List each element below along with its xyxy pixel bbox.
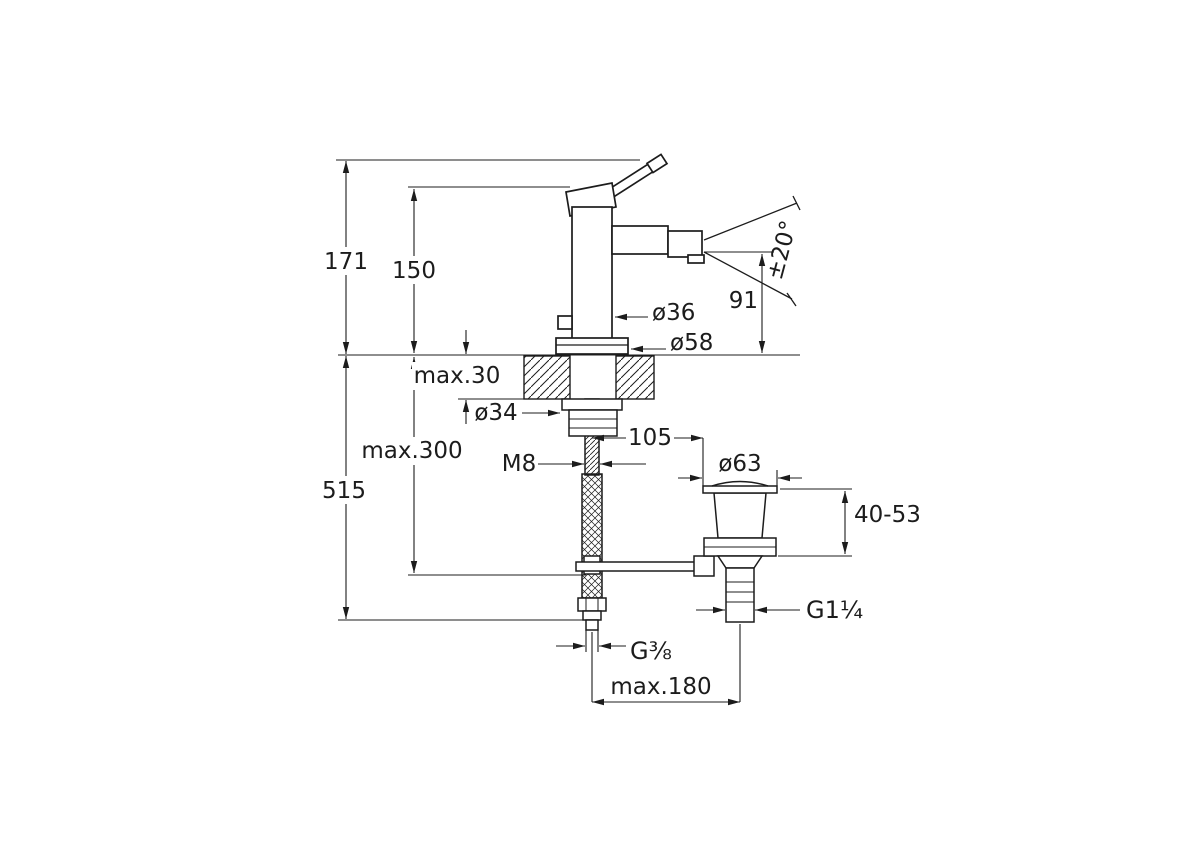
waste-cup (713, 492, 767, 539)
mounting-nut (568, 409, 618, 437)
faucet-spout-nozzle (667, 230, 703, 258)
faucet-lever-tip (645, 153, 669, 174)
dim-waste-flange-diameter: ø63 (718, 451, 761, 477)
supply-nipple (585, 619, 599, 631)
dim-body-height: 150 (392, 258, 436, 284)
dim-swivel-angle: ±20° (762, 218, 803, 283)
popup-waste (693, 480, 778, 623)
swivel-angle-lines (703, 195, 801, 307)
rod-fitting (693, 555, 715, 577)
dim-hose-max-length: max.300 (361, 438, 462, 464)
dim-above-deck-height: 171 (324, 249, 368, 275)
waste-tailpipe (725, 567, 755, 623)
waste-flange (702, 485, 778, 494)
dim-waste-thread: G1¼ (806, 596, 863, 624)
dim-body-diameter: ø36 (652, 300, 695, 326)
dim-total-height: 515 (322, 478, 366, 504)
dim-max-reach: max.180 (610, 674, 711, 700)
faucet-body (571, 206, 613, 354)
supply-hose (581, 473, 603, 599)
countertop-section (523, 355, 655, 400)
dim-supply-thread: G⅜ (630, 637, 672, 665)
waste-dome (711, 480, 769, 487)
dim-stud-thread: M8 (502, 451, 536, 477)
hose-fitting-mid (582, 610, 602, 621)
popup-rod (575, 561, 703, 572)
dim-spout-height: 91 (729, 288, 758, 314)
faucet-spout (611, 225, 669, 255)
countertop-left (523, 355, 571, 400)
hose-hex-nut (577, 597, 607, 612)
dim-waste-height-range: 40-53 (854, 502, 921, 528)
dimension-labels: 171 150 515 max.300 max.30 ø34 M8 105 ø3… (316, 218, 921, 700)
faucet-aerator (687, 254, 705, 264)
waste-taper (716, 555, 764, 569)
dim-axis-offset: 105 (628, 425, 672, 451)
popup-knob (557, 315, 573, 330)
faucet-base (555, 337, 629, 355)
dim-base-diameter: ø58 (670, 330, 713, 356)
dim-hole-diameter: ø34 (474, 400, 517, 426)
faucet-outline (555, 153, 705, 355)
mounting-washer (561, 398, 623, 411)
mounting-hardware (561, 398, 703, 631)
countertop-right (615, 355, 655, 400)
dim-deck-max-thickness: max.30 (414, 363, 501, 389)
